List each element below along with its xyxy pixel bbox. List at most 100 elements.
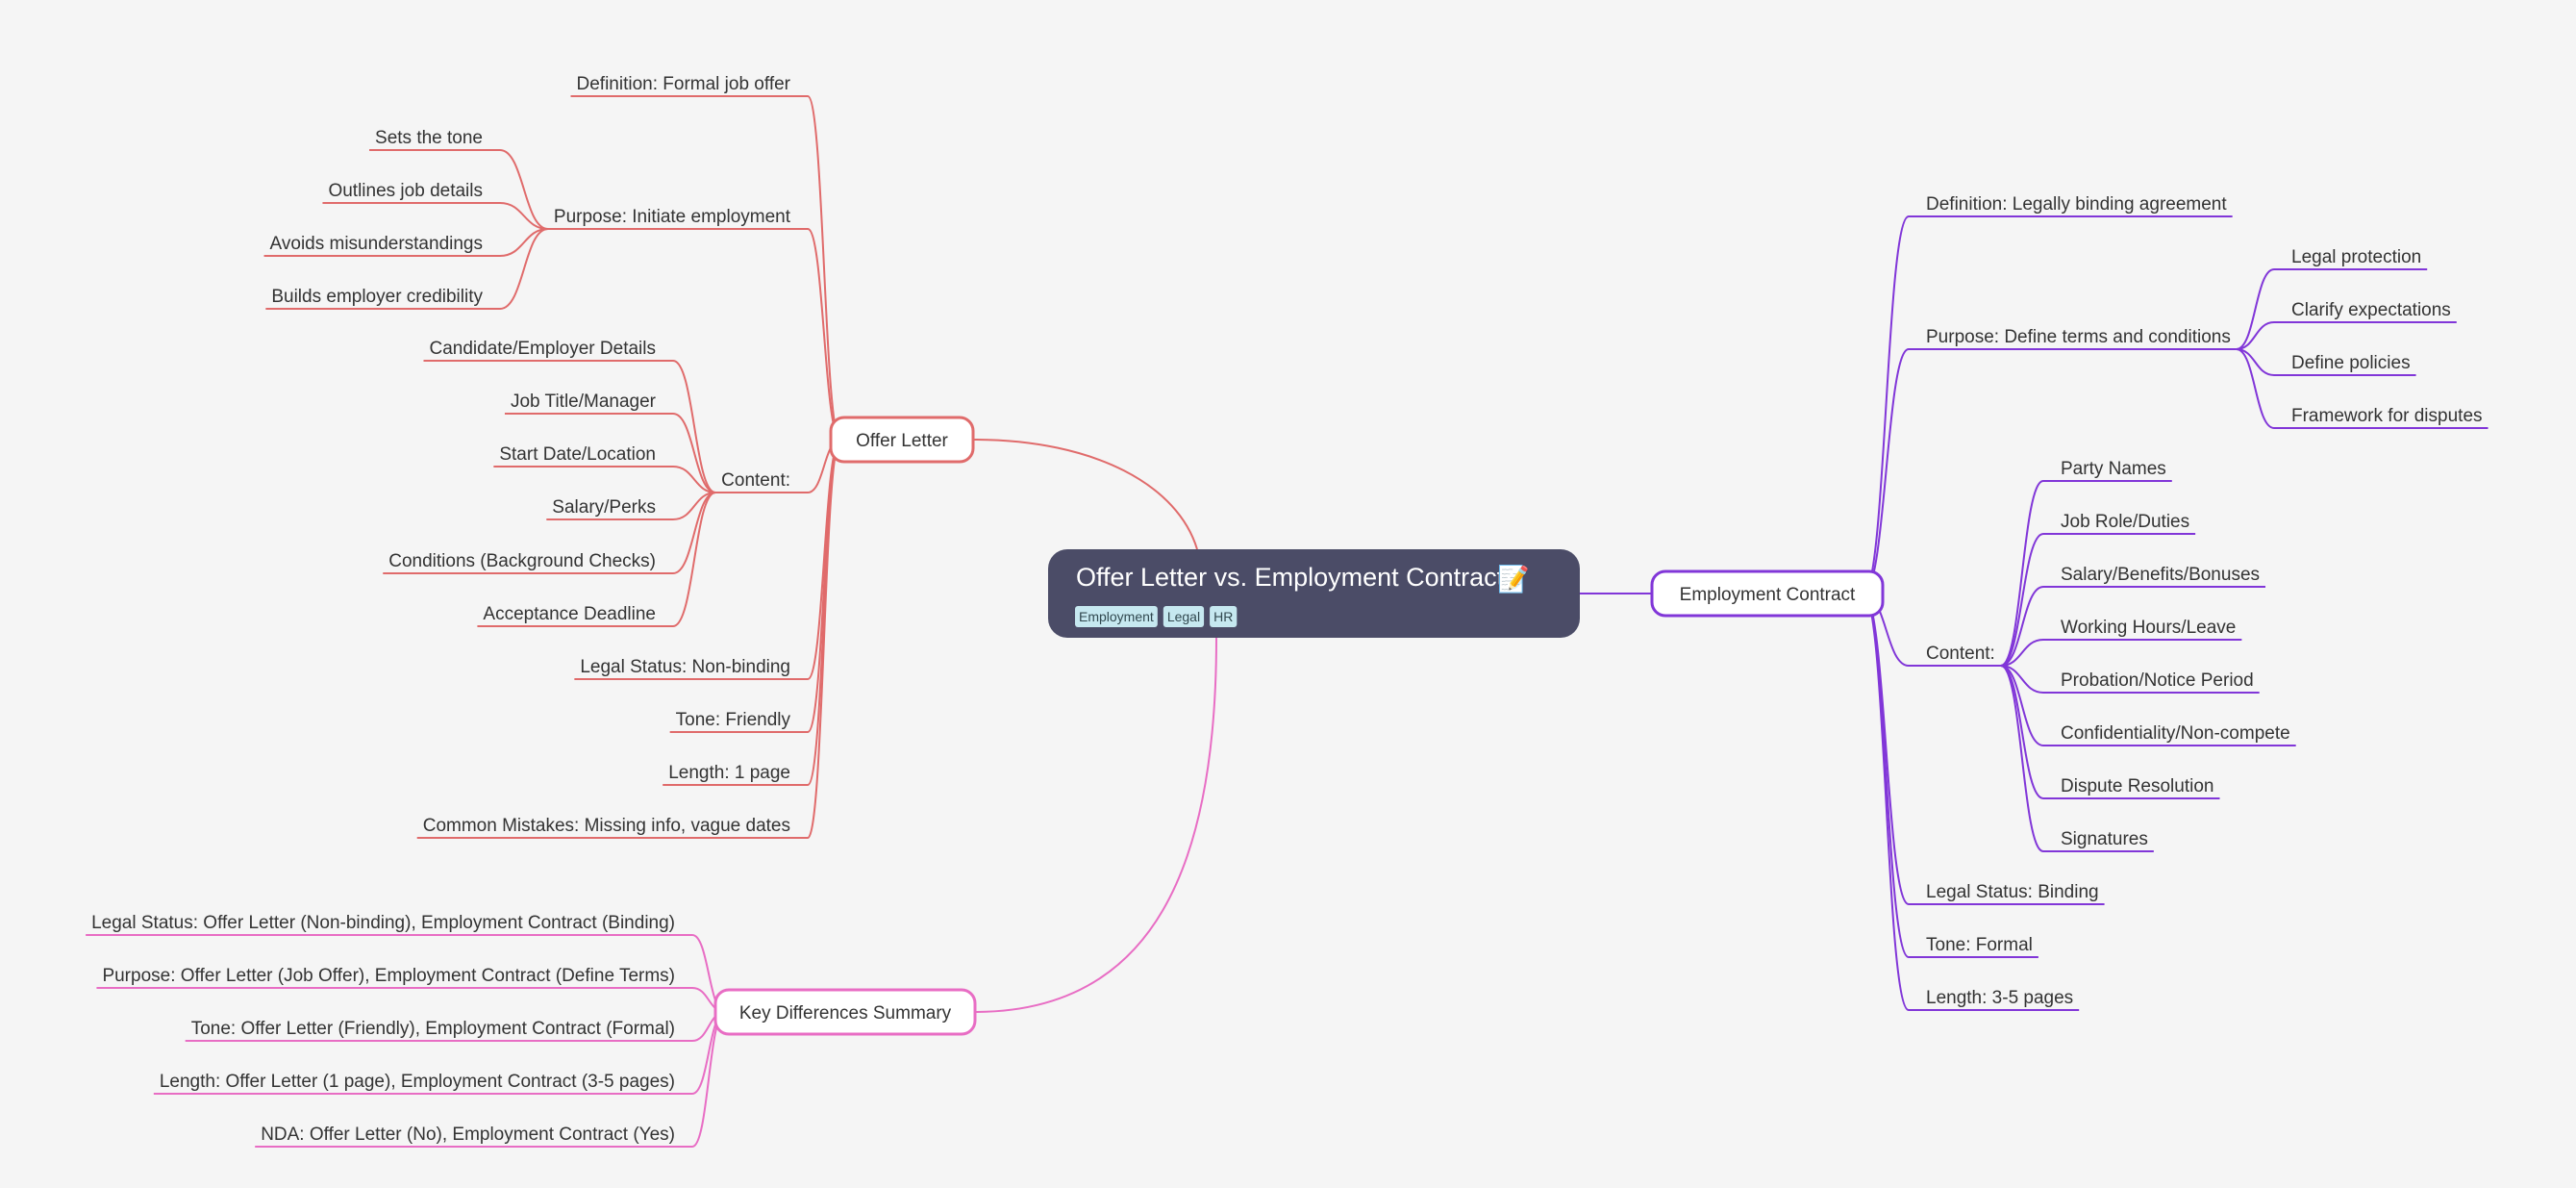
connector-line [2236, 268, 2275, 350]
tag-hr[interactable]: HR [1210, 606, 1238, 627]
topic-label: NDA: Offer Letter (No), Employment Contr… [261, 1125, 675, 1145]
topic-label: Define policies [2291, 353, 2411, 373]
branch-box [1650, 569, 1885, 618]
topic-framework-for-disputes[interactable]: Framework for disputes [2274, 406, 2488, 429]
topic-probation-notice-period[interactable]: Probation/Notice Period [2043, 670, 2260, 694]
topic-salary-benefits-bonuses[interactable]: Salary/Benefits/Bonuses [2043, 565, 2266, 588]
root-topic[interactable]: Offer Letter vs. Employment Contract📝Emp… [1048, 549, 1580, 638]
topic-start-date-location[interactable]: Start Date/Location [493, 444, 673, 468]
topic-dispute-resolution[interactable]: Dispute Resolution [2043, 776, 2220, 799]
topic-label: Start Date/Location [499, 444, 656, 465]
nodes-layer: Offer Letter vs. Employment Contract📝Emp… [86, 74, 2488, 1148]
topic-label: Candidate/Employer Details [429, 339, 656, 359]
topic-outlines-job-details[interactable]: Outlines job details [322, 181, 500, 204]
topic-label: Tone: Formal [1926, 935, 2033, 955]
branch-employment-contract[interactable]: Employment Contract [1650, 569, 1885, 618]
branch-label: Key Differences Summary [739, 1003, 952, 1024]
connector-line [499, 202, 548, 230]
topic-label: Dispute Resolution [2061, 776, 2213, 796]
branch-label: Employment Contract [1680, 585, 1856, 605]
connector-line [499, 149, 549, 230]
topic-purpose-define-terms-and-conditions[interactable]: Purpose: Define terms and conditions [1909, 327, 2237, 350]
topic-legal-protection[interactable]: Legal protection [2274, 247, 2428, 270]
topic-candidate-employer-details[interactable]: Candidate/Employer Details [423, 339, 673, 362]
topic-purpose-initiate-employment[interactable]: Purpose: Initiate employment [547, 207, 808, 230]
topic-length-3-5-pages[interactable]: Length: 3-5 pages [1909, 988, 2080, 1011]
branch-key-differences-summary[interactable]: Key Differences Summary [713, 988, 977, 1036]
topic-content[interactable]: Content: [715, 470, 808, 493]
topic-label: Content: [721, 470, 790, 491]
topic-signatures[interactable]: Signatures [2043, 829, 2154, 852]
topic-length-offer-letter-1-page-employment-co[interactable]: Length: Offer Letter (1 page), Employmen… [153, 1072, 692, 1095]
topic-avoids-misunderstandings[interactable]: Avoids misunderstandings [263, 234, 500, 257]
connector-line [1863, 593, 1910, 905]
topic-label: Avoids misunderstandings [270, 234, 483, 254]
tag-label: Employment [1079, 609, 1154, 624]
topic-clarify-expectations[interactable]: Clarify expectations [2274, 300, 2457, 323]
connector-line [2000, 586, 2044, 667]
branch-offer-letter[interactable]: Offer Letter [829, 416, 975, 464]
topic-label: Content: [1926, 644, 1995, 664]
topic-legal-status-binding[interactable]: Legal Status: Binding [1909, 882, 2105, 905]
topic-job-title-manager[interactable]: Job Title/Manager [504, 392, 673, 415]
topic-label: Definition: Formal job offer [577, 74, 791, 94]
topic-define-policies[interactable]: Define policies [2274, 353, 2416, 376]
tag-box [1075, 606, 1158, 627]
connector-line [2000, 639, 2044, 667]
topic-conditions-background-checks[interactable]: Conditions (Background Checks) [383, 551, 673, 574]
topic-common-mistakes-missing-info-vague-dates[interactable]: Common Mistakes: Missing info, vague dat… [416, 816, 808, 839]
topic-sets-the-tone[interactable]: Sets the tone [369, 128, 500, 151]
topic-content[interactable]: Content: [1909, 644, 2001, 667]
topic-label: Job Title/Manager [511, 392, 657, 412]
topic-label: Outlines job details [328, 181, 483, 201]
topic-job-role-duties[interactable]: Job Role/Duties [2043, 512, 2196, 535]
root-title: Offer Letter vs. Employment Contract [1076, 563, 1505, 592]
topic-length-1-page[interactable]: Length: 1 page [663, 763, 808, 786]
branch-connector [974, 637, 1217, 1013]
branch-label: Offer Letter [856, 431, 948, 451]
topic-label: Framework for disputes [2291, 406, 2483, 426]
topic-label: Length: Offer Letter (1 page), Employmen… [160, 1072, 675, 1092]
connector-line [2000, 533, 2044, 667]
topic-label: Salary/Perks [552, 497, 656, 518]
topic-purpose-offer-letter-job-offer-employmen[interactable]: Purpose: Offer Letter (Job Offer), Emplo… [96, 966, 692, 989]
topic-label: Salary/Benefits/Bonuses [2061, 565, 2260, 585]
topic-label: Job Role/Duties [2061, 512, 2189, 532]
topic-tone-offer-letter-friendly-employment-co[interactable]: Tone: Offer Letter (Friendly), Employmen… [185, 1019, 692, 1042]
topic-acceptance-deadline[interactable]: Acceptance Deadline [477, 604, 673, 627]
connector-line [672, 466, 716, 493]
connector-line [2000, 665, 2044, 852]
topic-label: Acceptance Deadline [483, 604, 656, 624]
topic-tone-formal[interactable]: Tone: Formal [1909, 935, 2038, 958]
tag-box [1210, 606, 1238, 627]
connector-line [672, 360, 716, 493]
connector-line [499, 228, 549, 310]
topic-label: Definition: Legally binding agreement [1926, 194, 2227, 215]
connector-line [1863, 348, 1910, 594]
topic-label: Party Names [2061, 459, 2166, 479]
topic-label: Length: 3-5 pages [1926, 988, 2073, 1008]
topic-salary-perks[interactable]: Salary/Perks [546, 497, 673, 520]
topic-label: Legal Status: Binding [1926, 882, 2099, 902]
topic-working-hours-leave[interactable]: Working Hours/Leave [2043, 618, 2242, 641]
topic-label: Legal Status: Offer Letter (Non-binding)… [91, 913, 675, 933]
topic-builds-employer-credibility[interactable]: Builds employer credibility [265, 287, 500, 310]
topic-nda-offer-letter-no-employment-contract-[interactable]: NDA: Offer Letter (No), Employment Contr… [255, 1125, 692, 1148]
topic-definition-legally-binding-agreement[interactable]: Definition: Legally binding agreement [1909, 194, 2233, 217]
topic-label: Conditions (Background Checks) [388, 551, 656, 571]
topic-tone-friendly[interactable]: Tone: Friendly [669, 710, 808, 733]
topic-definition-formal-job-offer[interactable]: Definition: Formal job offer [570, 74, 808, 97]
topic-party-names[interactable]: Party Names [2043, 459, 2172, 482]
tag-employment[interactable]: Employment [1075, 606, 1158, 627]
topic-legal-status-offer-letter-non-binding-em[interactable]: Legal Status: Offer Letter (Non-binding)… [86, 913, 692, 936]
connector-line [2236, 321, 2275, 350]
tag-label: Legal [1167, 609, 1200, 624]
connector-line [2000, 480, 2044, 667]
tag-legal[interactable]: Legal [1163, 606, 1205, 627]
branch-box [713, 988, 977, 1036]
topic-legal-status-non-binding[interactable]: Legal Status: Non-binding [574, 657, 808, 680]
topic-label: Working Hours/Leave [2061, 618, 2236, 638]
topic-confidentiality-non-compete[interactable]: Confidentiality/Non-compete [2043, 723, 2296, 746]
topic-label: Length: 1 page [668, 763, 790, 783]
branch-box [829, 416, 975, 464]
